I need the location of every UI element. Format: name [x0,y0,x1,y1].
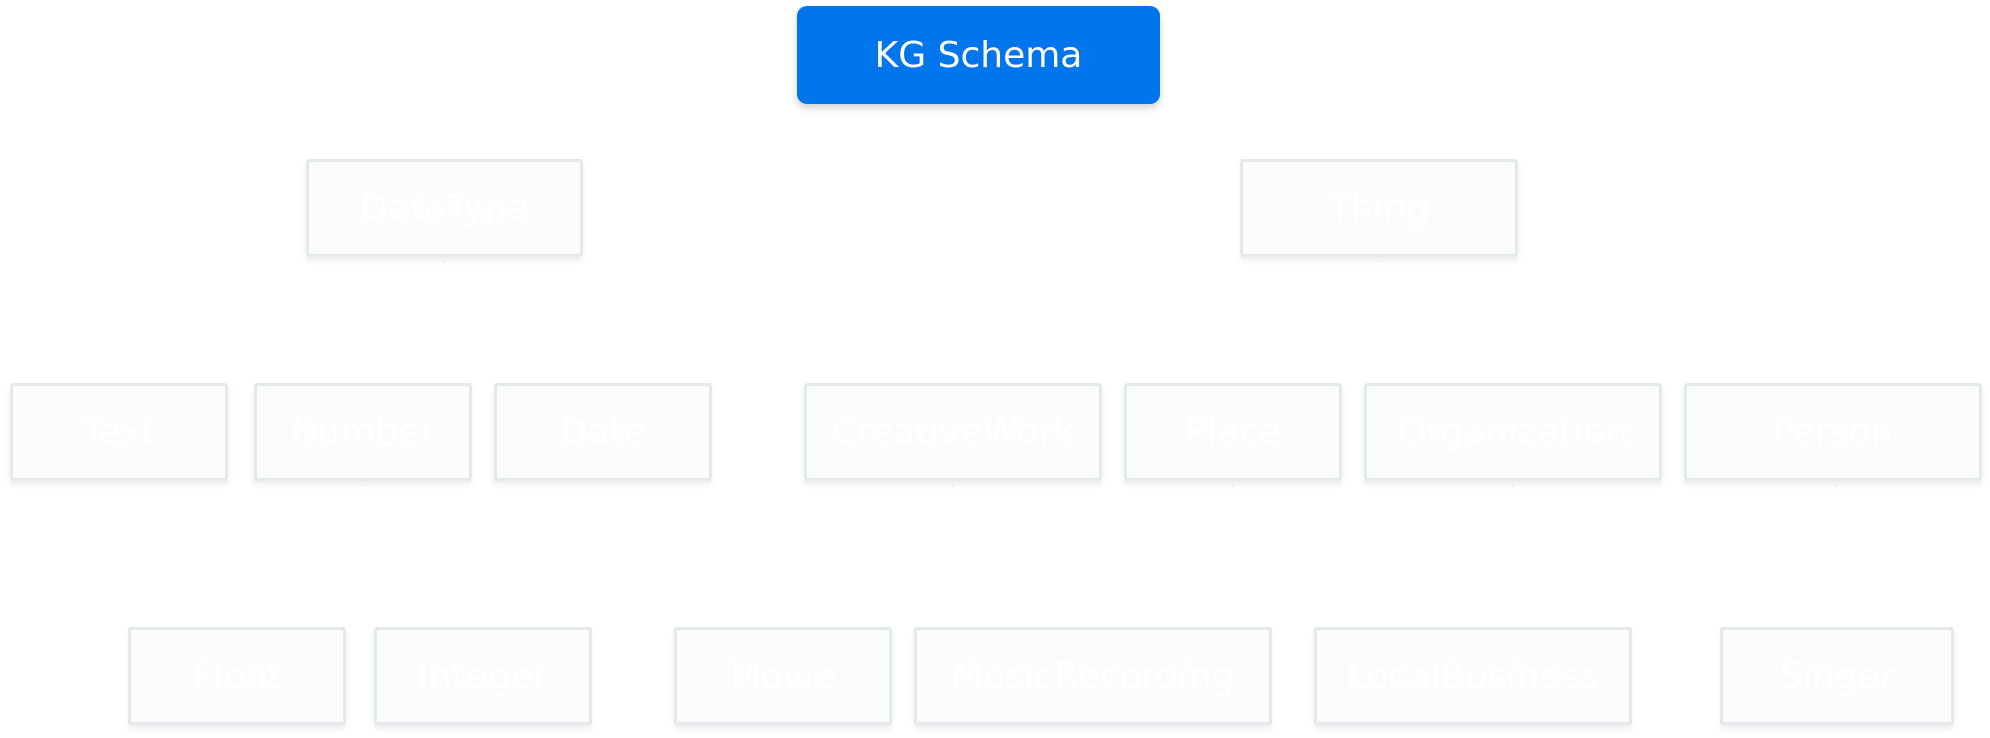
node-date[interactable]: Date [494,383,712,481]
node-kg-schema[interactable]: KG Schema [797,6,1160,104]
node-person[interactable]: Person [1684,383,1982,481]
node-float[interactable]: Float [128,627,346,725]
connector-organization [1512,481,1514,487]
node-organization[interactable]: Organization [1364,383,1662,481]
node-localbusiness[interactable]: LocalBusiness [1314,627,1632,725]
node-place[interactable]: Place [1124,383,1342,481]
node-movie[interactable]: Movie [674,627,892,725]
connector-number [362,481,364,487]
node-text[interactable]: Text [10,383,228,481]
node-integer[interactable]: Integer [374,627,592,725]
node-thing[interactable]: Thing [1240,159,1518,257]
node-datatype[interactable]: DataType [306,159,583,257]
node-musicrecording[interactable]: MusicRecording [914,627,1272,725]
node-singer[interactable]: Singer [1720,627,1954,725]
connector-datatype [443,257,445,263]
connector-thing [1378,257,1380,263]
node-creativework[interactable]: CreativeWork [804,383,1102,481]
node-number[interactable]: Number [254,383,472,481]
connector-creativework [952,481,954,487]
connector-place [1232,481,1234,487]
connector-person [1835,481,1837,487]
